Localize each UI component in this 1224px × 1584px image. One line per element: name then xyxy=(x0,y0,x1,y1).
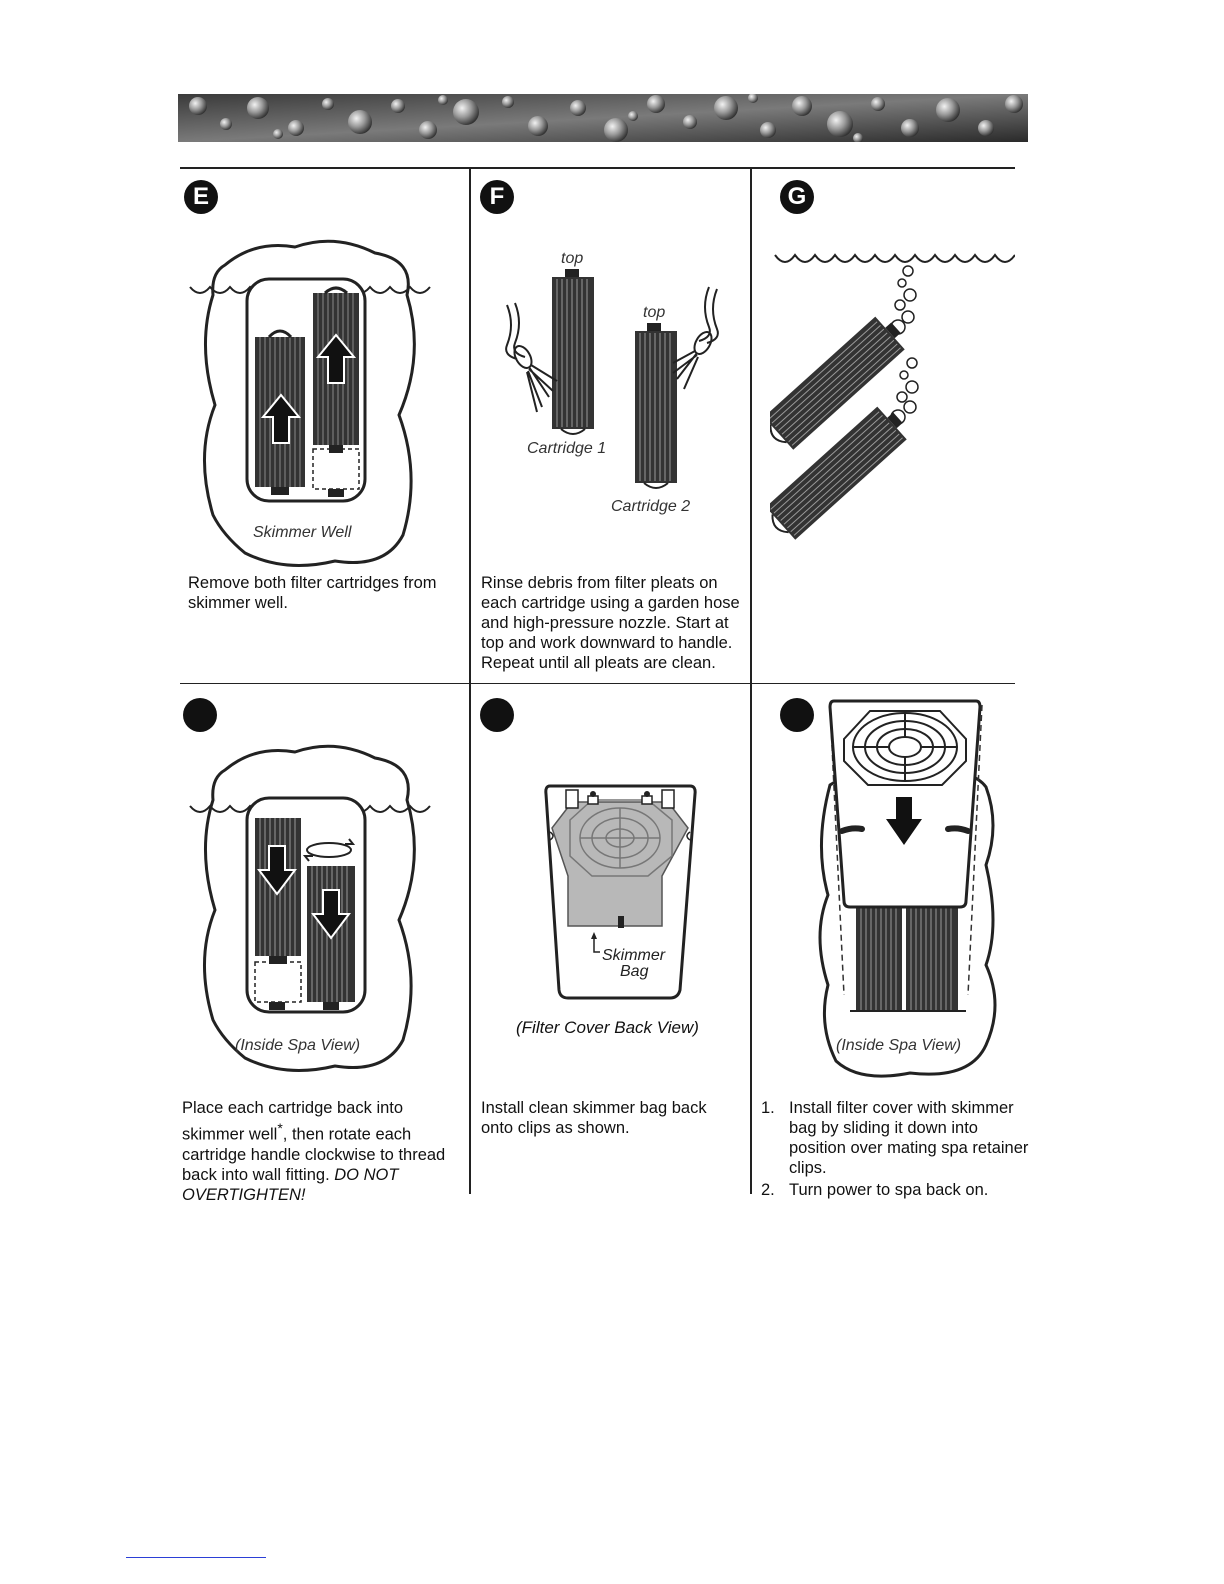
step-f-label-cart2: Cartridge 2 xyxy=(611,498,690,515)
step-h-caption-part1: Place each cartridge back into skimmer w… xyxy=(182,1099,404,1144)
step-i-badge xyxy=(480,698,514,732)
grid-top-rule xyxy=(180,167,1015,169)
step-i-label-bag-1: Skimmer xyxy=(602,947,666,964)
step-g-illustration xyxy=(770,253,1015,540)
step-j-instruction-1: 1.Install filter cover with skimmer bag … xyxy=(761,1099,1029,1177)
step-i-illustration: Skimmer Bag xyxy=(544,784,697,1000)
up-arrow-icon xyxy=(260,333,357,444)
step-j-illustration: (Inside Spa View) xyxy=(818,699,997,1078)
step-h-caption-part2: , then rotate each cartridge handle cloc… xyxy=(182,1125,446,1184)
grid-middle-rule xyxy=(180,683,1015,684)
step-f-label-top1: top xyxy=(561,250,583,267)
step-h-badge xyxy=(183,698,217,732)
step-i-view-label: (Filter Cover Back View) xyxy=(516,1018,699,1037)
step-h-caption: Place each cartridge back into skimmer w… xyxy=(182,1098,452,1205)
water-spray-icon xyxy=(672,286,719,390)
header-banner xyxy=(178,94,1028,142)
step-e-caption: Remove both filter cartridges from skimm… xyxy=(188,574,437,612)
step-e-label-well: Skimmer Well xyxy=(253,524,352,541)
step-h-caption-warning: DO NOT OVERTIGHTEN! xyxy=(182,1165,399,1204)
step-g-badge: G xyxy=(780,180,814,214)
rotate-arrow-icon xyxy=(302,838,356,862)
step-i-label-bag-2: Bag xyxy=(620,963,649,980)
step-f-badge: F xyxy=(480,180,514,214)
step-j-badge xyxy=(780,698,814,732)
step-h-illustration: (Inside Spa View) xyxy=(189,744,431,1072)
water-spray-icon xyxy=(505,302,558,413)
step-e-illustration: Skimmer Well xyxy=(189,239,431,567)
footnote-link-underline[interactable] xyxy=(126,1557,266,1558)
step-j-label-view: (Inside Spa View) xyxy=(836,1037,961,1054)
step-h-label-view: (Inside Spa View) xyxy=(235,1037,360,1054)
step-i-caption: Install clean skimmer bag back onto clip… xyxy=(481,1099,707,1137)
step-f-label-top2: top xyxy=(643,304,665,321)
step-h-footnote-star: * xyxy=(277,1120,283,1136)
step-f-caption: Rinse debris from filter pleats on each … xyxy=(481,574,740,672)
step-f-label-cart1: Cartridge 1 xyxy=(527,440,606,457)
step-j-caption: 1.Install filter cover with skimmer bag … xyxy=(761,1098,1036,1200)
step-j-instruction-list: 1.Install filter cover with skimmer bag … xyxy=(761,1098,1036,1200)
step-j-instruction-2: 2.Turn power to spa back on. xyxy=(761,1181,989,1199)
step-e-badge: E xyxy=(184,180,218,214)
step-f-illustration: top top Cartridge 1 Cartridge 2 xyxy=(505,250,719,515)
down-arrow-icon xyxy=(257,845,351,940)
down-arrow-icon xyxy=(886,797,922,845)
grid-divider-right xyxy=(750,167,752,1194)
grid-divider-left xyxy=(469,167,471,1194)
